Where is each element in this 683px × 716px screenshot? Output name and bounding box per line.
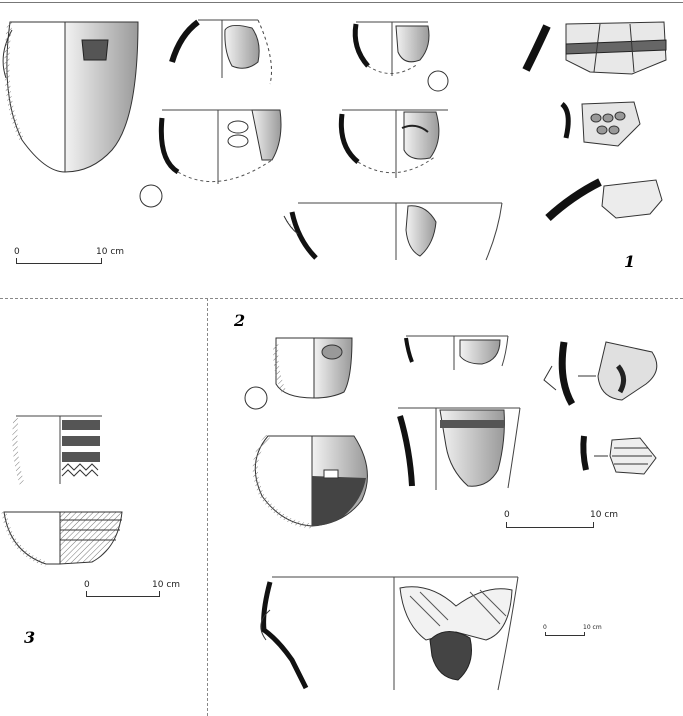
scale-bar-panel-2: 0 10 cm: [504, 510, 619, 528]
vessel-1i-wide-bowl: [283, 202, 503, 261]
scale-end-label: 10 cm: [590, 510, 619, 520]
scale-end-label: 10 cm: [152, 580, 181, 590]
scale-bar: [545, 632, 585, 636]
scale-bar: [16, 258, 102, 264]
scale-bar-panel-2-small: 0 10 cm: [543, 624, 605, 636]
scale-bar: [86, 591, 160, 597]
vessel-2g-large-bowl: [260, 576, 519, 691]
plate-number-3: 3: [24, 628, 36, 647]
scale-start-label: 0: [84, 580, 90, 590]
top-border: [0, 2, 683, 3]
vessel-1e-dotted-sherd: [560, 101, 641, 147]
vessel-2d-carinated-pot: [252, 434, 368, 529]
vessel-2c-angled-sherd: [543, 341, 658, 406]
vessel-1a-large-jar: [2, 21, 139, 173]
vessel-3b-decorated-bowl: [1, 511, 123, 567]
vessel-2b-rim-fragment: [404, 335, 509, 370]
vessel-2e-tall-beaker: [397, 407, 521, 490]
vessel-1d-profile-sherd: [522, 21, 667, 75]
scale-start-label: 0: [14, 247, 20, 257]
vessel-2a-lugged-cup: [244, 337, 353, 410]
scale-end-label: 10 cm: [96, 247, 125, 257]
vessel-2f-striped-sherd: [580, 435, 657, 475]
horizontal-divider: [0, 298, 683, 299]
vertical-divider: [207, 298, 208, 716]
scale-end-label: 10 cm: [583, 624, 602, 631]
plate-number-1: 1: [624, 252, 636, 271]
scale-start-label: 0: [543, 624, 547, 631]
vessel-1f-curved-sherd: [545, 178, 663, 221]
vessel-1h-bowl-with-lug: [338, 109, 448, 178]
scale-bar: [506, 522, 594, 528]
scale-bar-panel-3: 0 10 cm: [84, 580, 186, 597]
scale-start-label: 0: [504, 510, 510, 520]
scale-bar-panel-1: 0 10 cm: [14, 247, 124, 264]
plate-number-2: 2: [234, 311, 246, 330]
vessel-1b-rim-sherd: [169, 19, 272, 85]
vessel-1g-bowl: [139, 109, 282, 208]
vessel-3a-banded-beaker: [12, 415, 102, 485]
vessel-1c-bowl-sherd: [352, 21, 449, 92]
